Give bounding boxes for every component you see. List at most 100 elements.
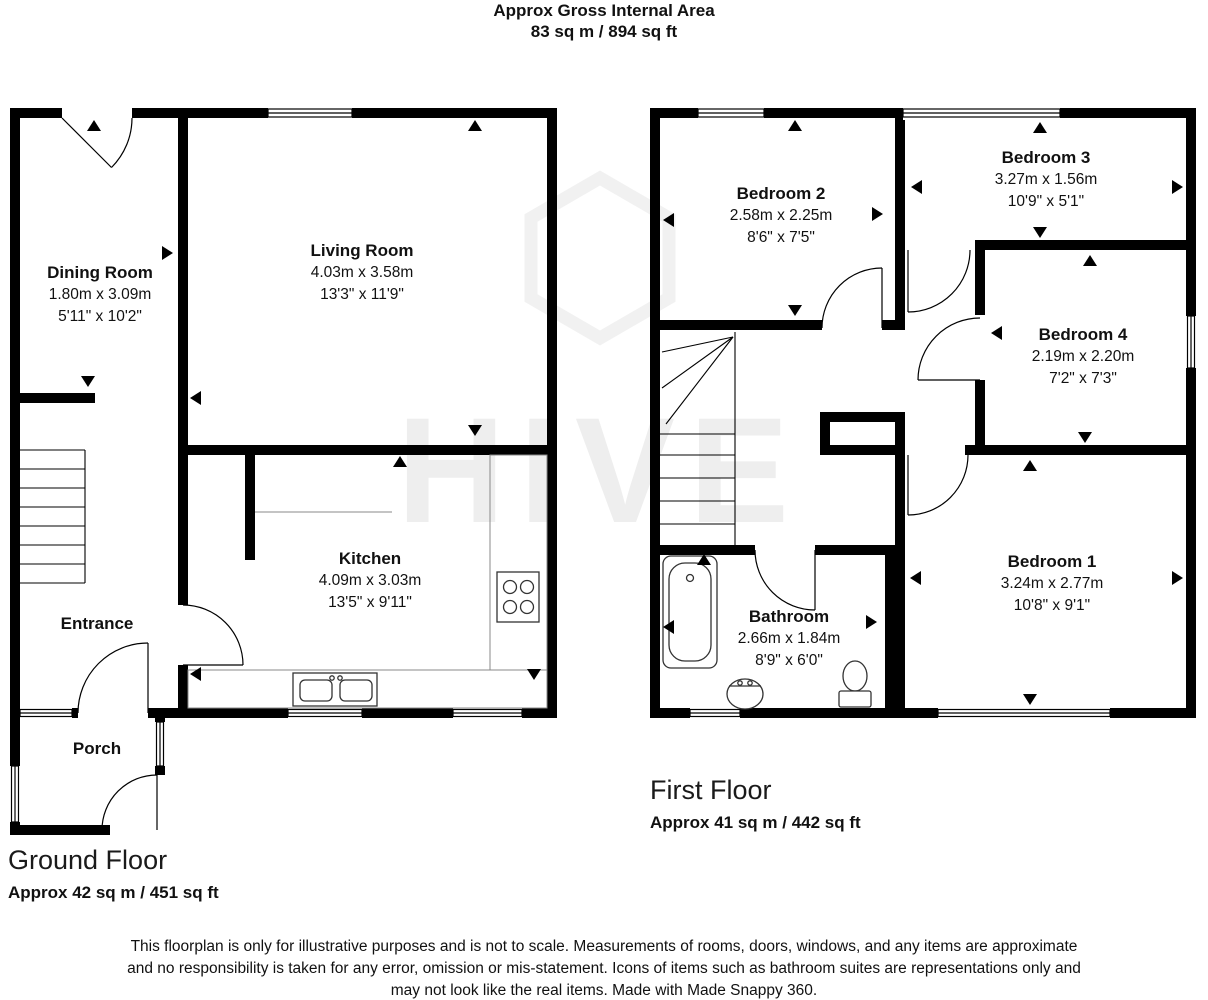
stove-icon [496,571,540,623]
watermark: HIVE [397,170,803,554]
first-floor-doors [754,249,981,611]
arrow-down-icon [1033,227,1047,238]
arrow-up-icon [1033,122,1047,133]
room-dim-metric: 4.09m x 3.03m [318,572,422,589]
page-title: Approx Gross Internal Area [493,1,715,20]
floor-name: Ground Floor [8,845,168,875]
door-swing [182,604,244,666]
arrow-down-icon [468,425,482,436]
direction-arrows [81,120,1183,705]
window [902,106,1061,120]
room-label-dining: Dining Room 1.80m x 3.09m 5'11" x 10'2" [47,262,153,328]
kitchen-sink-icon [292,672,378,707]
room-dim-metric: 2.19m x 2.20m [1031,348,1135,365]
room-name: Bathroom [748,607,830,626]
disclaimer: This floorplan is only for illustrative … [0,936,1208,1000]
room-name: Bedroom 2 [736,184,826,203]
arrow-left-icon [910,571,921,585]
room-name: Porch [72,739,122,758]
arrow-left-icon [991,326,1002,340]
room-label-bedroom4: Bedroom 4 2.19m x 2.20m 7'2" x 7'3" [1032,324,1135,390]
arrow-up-icon [87,120,101,131]
window [937,706,1111,720]
arrow-down-icon [81,376,95,387]
room-dim-imperial: 10'9" x 5'1" [1007,193,1085,210]
kitchen-counter [187,454,548,709]
floor-name: First Floor [650,775,772,805]
arrow-down-icon [527,669,541,680]
arrow-right-icon [866,615,877,629]
disclaimer-line-2: and no responsibility is taken for any e… [127,960,1081,977]
arrow-right-icon [1172,571,1183,585]
room-label-entrance: Entrance [61,613,134,635]
arrow-left-icon [190,391,201,405]
room-dim-metric: 3.27m x 1.56m [994,171,1098,188]
door-swing [77,642,149,714]
room-label-bedroom3: Bedroom 3 3.27m x 1.56m 10'9" x 5'1" [995,147,1098,213]
door-swing [917,317,981,381]
first-floor-title: First Floor Approx 41 sq m / 442 sq ft [650,775,861,833]
basin-icon [726,678,764,710]
gross-internal-area: 83 sq m / 894 sq ft [530,22,678,41]
room-label-kitchen: Kitchen 4.09m x 3.03m 13'5" x 9'11" [319,548,422,614]
room-dim-metric: 3.24m x 2.77m [1000,575,1104,592]
room-dim-metric: 2.66m x 1.84m [737,630,841,647]
bathtub-icon [662,555,718,669]
arrow-down-icon [1078,432,1092,443]
arrow-up-icon [1023,460,1037,471]
arrow-up-icon [393,456,407,467]
room-name: Kitchen [338,549,402,568]
ground-floor-openings [8,106,523,837]
room-dim-metric: 1.80m x 3.09m [48,286,152,303]
ground-floor-stairs [18,449,86,584]
arrow-down-icon [1023,694,1037,705]
arrow-up-icon [697,554,711,565]
window [267,106,353,120]
watermark-text: HIVE [397,386,803,554]
window [689,706,741,720]
door-swing [821,267,883,329]
room-name: Dining Room [47,263,153,282]
room-name: Living Room [310,241,414,260]
room-dim-imperial: 13'5" x 9'11" [328,594,412,611]
door-swing [907,454,969,516]
window [8,765,22,823]
arrow-right-icon [162,246,173,260]
toilet-icon [838,660,872,708]
window [287,706,363,720]
room-dim-metric: 2.58m x 2.25m [729,207,833,224]
arrow-up-icon [1083,255,1097,266]
door-swing [61,117,133,168]
window [1184,315,1198,369]
room-label-porch: Porch [73,738,121,760]
arrow-left-icon [190,667,201,681]
room-dim-metric: 4.03m x 3.58m [310,264,414,281]
arrow-left-icon [663,213,674,227]
door-swing [101,774,158,831]
disclaimer-line-3: may not look like the real items. Made w… [390,982,818,999]
arrow-up-icon [468,120,482,131]
window [19,706,73,720]
door-swing [907,249,971,313]
disclaimer-line-1: This floorplan is only for illustrative … [130,938,1078,955]
room-dim-imperial: 13'3" x 11'9" [320,286,404,303]
room-label-bathroom: Bathroom 2.66m x 1.84m 8'9" x 6'0" [738,606,841,672]
room-name: Entrance [60,614,134,633]
arrow-right-icon [872,207,883,221]
ground-floor-title: Ground Floor Approx 42 sq m / 451 sq ft [8,845,219,903]
window [153,721,167,767]
window [452,706,523,720]
arrow-left-icon [663,620,674,634]
ground-floor-doors [61,117,244,831]
floor-area: Approx 42 sq m / 451 sq ft [8,883,219,902]
header: Approx Gross Internal Area 83 sq m / 894… [0,0,1208,42]
first-floor-stairs [660,332,736,545]
arrow-right-icon [1172,180,1183,194]
arrow-up-icon [788,120,802,131]
room-label-bedroom1: Bedroom 1 3.24m x 2.77m 10'8" x 9'1" [1001,551,1104,617]
room-dim-imperial: 8'9" x 6'0" [755,652,823,669]
room-name: Bedroom 1 [1007,552,1097,571]
room-name: Bedroom 3 [1001,148,1091,167]
